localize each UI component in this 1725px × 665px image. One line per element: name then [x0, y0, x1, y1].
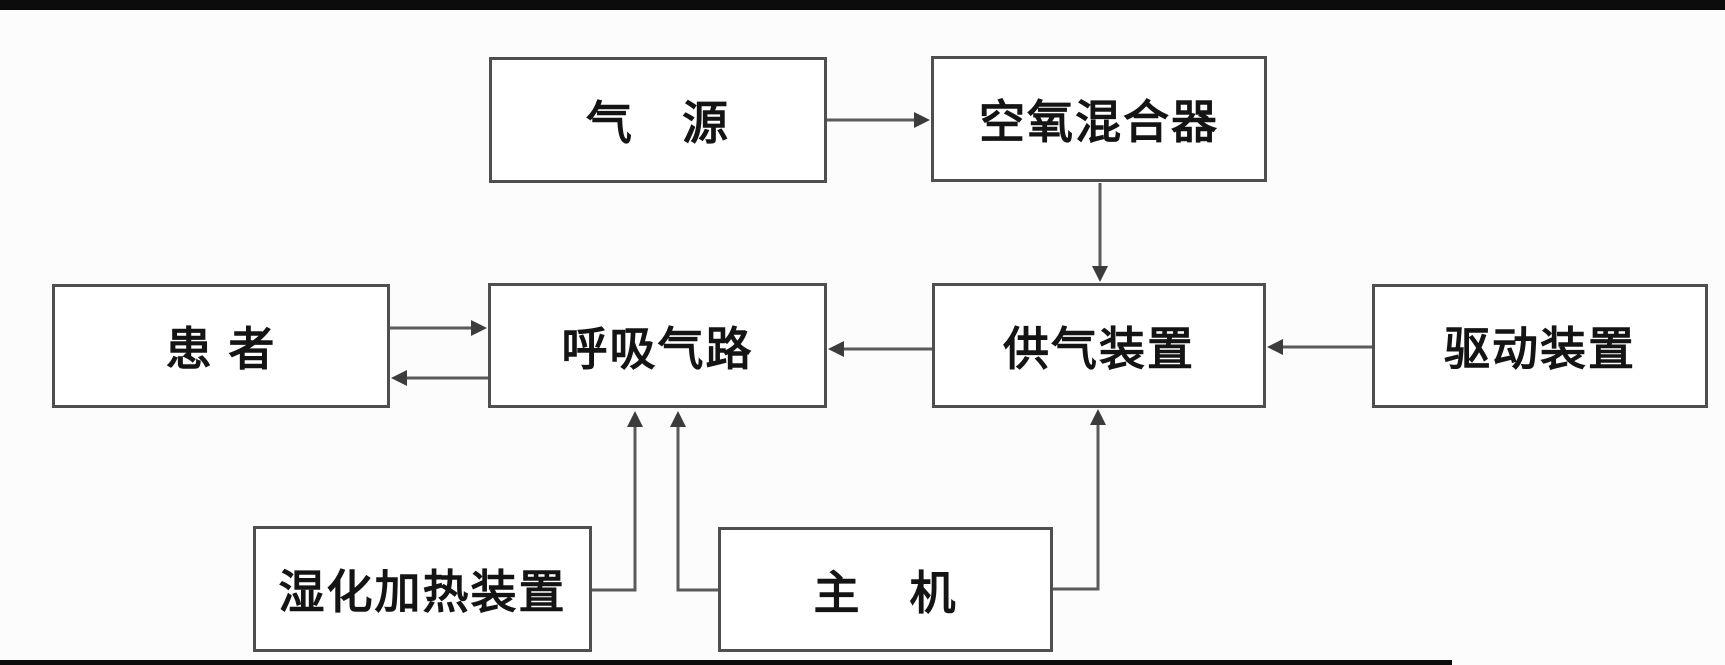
arrow-main-unit-to-gas-supply [1053, 409, 1106, 591]
box-humidifier-heater: 湿化加热装置 [253, 526, 592, 652]
box-gas-supply-device: 供气装置 [932, 283, 1266, 408]
bottom-border-bar [0, 660, 1452, 665]
box-drive-device: 驱动装置 [1372, 284, 1708, 408]
box-patient: 患 者 [52, 284, 390, 408]
arrow-humidifier-to-circuit [592, 411, 643, 592]
box-gas-source: 气 源 [489, 57, 827, 183]
arrow-main-unit-to-circuit [670, 411, 718, 592]
box-main-unit: 主 机 [718, 527, 1053, 652]
box-air-oxygen-mixer: 空氧混合器 [931, 56, 1267, 182]
box-breathing-circuit: 呼吸气路 [488, 283, 827, 408]
top-border-bar [0, 0, 1725, 10]
